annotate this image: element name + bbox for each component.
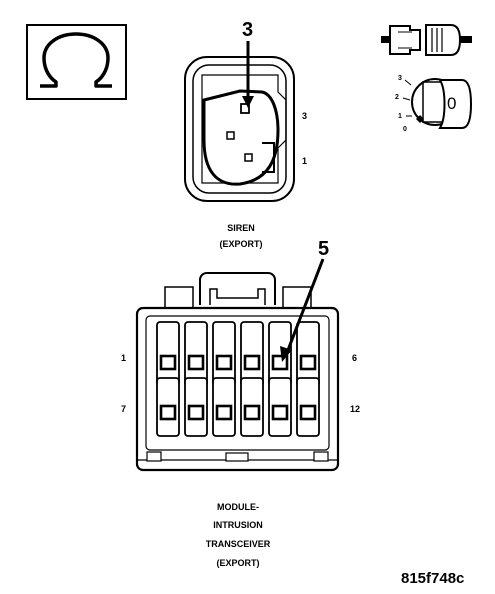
- siren-cavity-label-1: 1: [302, 156, 308, 166]
- module-label-line4: (EXPORT): [216, 558, 260, 568]
- siren-callout-arrow: [242, 41, 254, 108]
- key-position-0: 0: [403, 126, 407, 133]
- module-callout-arrow: [280, 258, 325, 362]
- module-cavity-12: [299, 404, 317, 421]
- module-cavity-7: [159, 404, 177, 421]
- module-label-line3: TRANSCEIVER: [205, 539, 271, 549]
- key-position-2: 2: [395, 94, 399, 101]
- module-cavities: [156, 321, 320, 437]
- module-cavity-tower-4: [240, 321, 264, 387]
- siren-label-line2: (EXPORT): [219, 239, 263, 249]
- ignition-key-icon: [402, 78, 473, 129]
- siren-label-line1: SIREN: [227, 223, 255, 233]
- module-cavity-1: [159, 354, 177, 371]
- module-cavity-tower-3: [212, 321, 236, 387]
- module-pin-label-7: 7: [121, 404, 127, 414]
- module-cavity-tower-2: [184, 321, 208, 387]
- key-position-1: 1: [398, 113, 402, 120]
- module-cavity-8: [187, 404, 205, 421]
- module-callout-number: 5: [318, 238, 330, 260]
- siren-callout-number: 3: [242, 19, 254, 41]
- key-position-3: 3: [398, 75, 402, 82]
- ohmmeter-symbol-icon: [26, 24, 127, 100]
- siren-connector: [184, 56, 295, 202]
- connector-plug-icon: [381, 24, 472, 56]
- module-cavity-3: [215, 354, 233, 371]
- module-label-line1: MODULE-: [217, 502, 259, 512]
- module-cavity-tower-1: [156, 321, 180, 387]
- module-cavity-10: [243, 404, 261, 421]
- module-pin-label-6: 6: [352, 353, 358, 363]
- module-pin-label-12: 12: [350, 404, 361, 414]
- figure-code: 815f748c: [401, 570, 465, 587]
- module-pin-label-1: 1: [121, 353, 127, 363]
- siren-cavity-label-3: 3: [302, 111, 308, 121]
- module-label-line2: INTRUSION: [213, 520, 263, 530]
- module-cavity-tower-6: [296, 321, 320, 387]
- module-cavity-2: [187, 354, 205, 371]
- module-cavity-9: [215, 404, 233, 421]
- module-cavity-4: [243, 354, 261, 371]
- module-cavity-6: [299, 354, 317, 371]
- module-cavity-11: [271, 404, 289, 421]
- key-face-label: 0: [447, 94, 457, 113]
